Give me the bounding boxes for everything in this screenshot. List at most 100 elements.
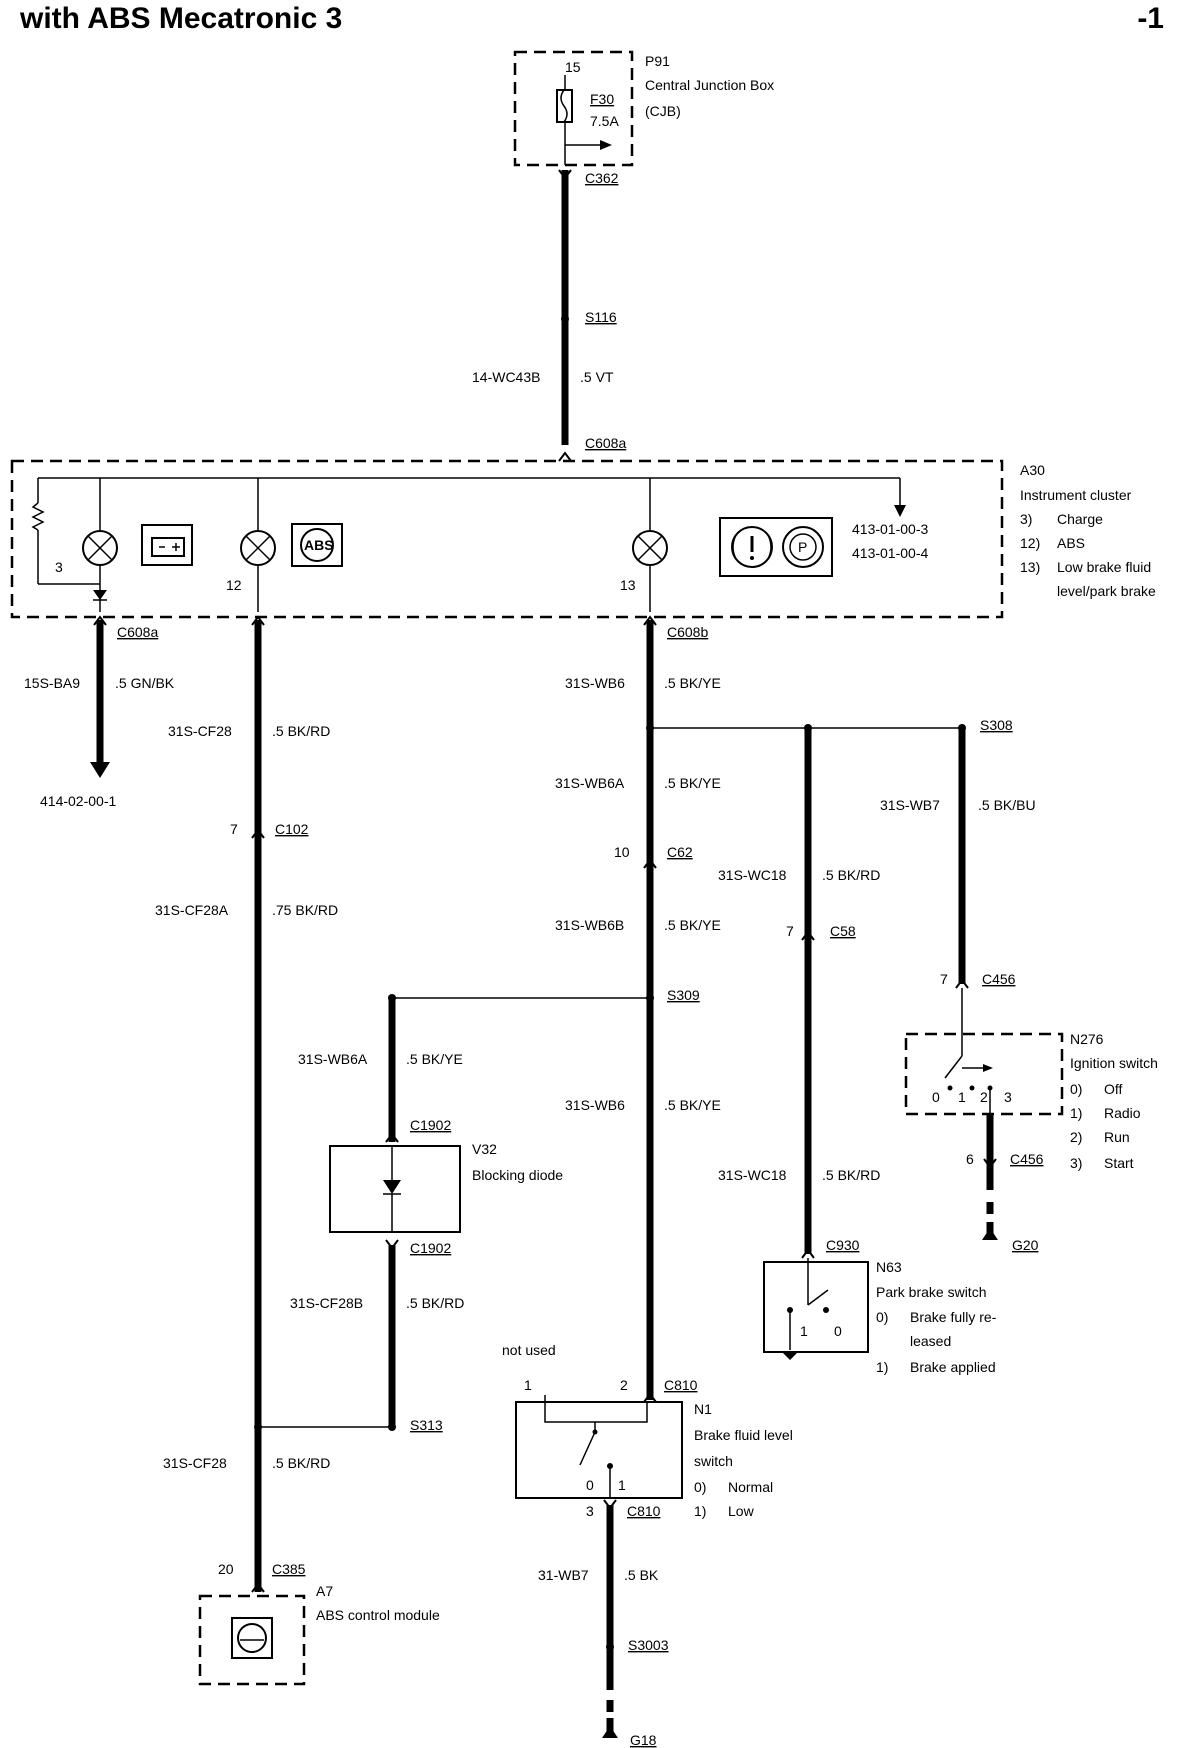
wire-31s-cf28: 31S-CF28 .5 BK/RD 7 C102 31S-CF28A .75 B…	[155, 615, 338, 1593]
w14-spec: .5 BK/RD	[272, 1455, 330, 1471]
cluster-legend-num-0: 3)	[1020, 511, 1032, 527]
c102-pin: 7	[230, 821, 238, 837]
w7-circuit: 31S-WC18	[718, 867, 787, 883]
ign-legend-text-1: Radio	[1104, 1105, 1141, 1121]
w8-circuit: 31S-CF28A	[155, 902, 229, 918]
fluid-legend-num-0: 0)	[694, 1479, 706, 1495]
page-number: -1	[1137, 2, 1164, 35]
park-symbol-text: P	[798, 539, 807, 555]
s116-label: S116	[585, 309, 617, 325]
w2-spec: .5 GN/BK	[115, 675, 175, 691]
cluster-legend-text-0: Charge	[1057, 511, 1103, 527]
page-title: with ABS Mecatronic 3	[20, 2, 343, 35]
g20-label: G20	[1012, 1237, 1039, 1253]
w1-circuit: 14-WC43B	[472, 369, 540, 385]
fluid-name-1: Brake fluid level	[694, 1427, 793, 1443]
park-legend-text-0: Brake fully re-	[910, 1309, 997, 1325]
w15-spec: .5 BK	[624, 1567, 659, 1583]
fluid-name-2: switch	[694, 1453, 733, 1469]
abs-symbol-text: ABS	[304, 537, 334, 553]
w4-circuit: 31S-WB6	[565, 675, 625, 691]
fluid-legend-text-0: Normal	[728, 1479, 773, 1495]
c1902b-label: C1902	[410, 1240, 451, 1256]
brake-warning-icon: P	[719, 517, 833, 577]
w5-spec: .5 BK/YE	[664, 775, 721, 791]
cluster-pin-13: 13	[620, 577, 636, 593]
blocking-diode: V32 Blocking diode	[329, 1141, 563, 1233]
c608a-label: C608a	[117, 624, 158, 640]
w3-circuit: 31S-CF28	[168, 723, 232, 739]
s313-label: S313	[410, 1417, 443, 1433]
battery-icon	[141, 524, 193, 566]
c608a-top-terminal	[558, 451, 572, 462]
fluid-pin-2: 2	[620, 1377, 628, 1393]
ign-pos-2: 2	[980, 1089, 988, 1105]
s308-label: S308	[980, 717, 1013, 733]
c456b-pin: 6	[966, 1151, 974, 1167]
ign-ref: N276	[1070, 1031, 1104, 1047]
w4-spec: .5 BK/YE	[664, 675, 721, 691]
c456b-label: C456	[1010, 1151, 1044, 1167]
ign-legend-num-3: 3)	[1070, 1155, 1082, 1171]
park-brake-switch: 1 0 N63 Park brake switch 0) Brake fully…	[763, 1258, 997, 1375]
diode-name: Blocking diode	[472, 1167, 563, 1183]
c62-pin: 10	[614, 844, 630, 860]
c385-pin: 20	[218, 1561, 234, 1577]
ign-legend-text-2: Run	[1104, 1129, 1130, 1145]
w12-spec: .5 BK/RD	[822, 1167, 880, 1183]
s3003-label: S3003	[628, 1637, 669, 1653]
s309-label: S309	[667, 987, 700, 1003]
brake-fluid-level-switch: 0 1 N1 Brake fluid level switch 0) Norma…	[515, 1395, 793, 1519]
fluid-pin-3: 3	[586, 1503, 594, 1519]
w14-circuit: 31S-CF28	[163, 1455, 227, 1471]
c810b-label: C810	[627, 1503, 661, 1519]
ref-414-label: 414-02-00-1	[40, 793, 116, 809]
w3-spec: .5 BK/RD	[272, 723, 330, 739]
cjb-name: Central Junction Box	[645, 77, 774, 93]
c362-terminal	[558, 169, 572, 180]
ignition-switch: 0 1 2 3 N276 Ignition switch 0) Off 1) R…	[904, 988, 1158, 1171]
c102-label: C102	[275, 821, 309, 837]
cjb-abbr: (CJB)	[645, 103, 681, 119]
w13-circuit: 31S-CF28B	[290, 1295, 363, 1311]
ign-pos-0: 0	[932, 1089, 940, 1105]
g18-label: G18	[630, 1732, 657, 1748]
w5-circuit: 31S-WB6A	[555, 775, 625, 791]
c608a-top-label: C608a	[585, 435, 626, 451]
fluid-pos-1: 1	[618, 1477, 626, 1493]
c62-label: C62	[667, 844, 693, 860]
fluid-legend-num-1: 1)	[694, 1503, 706, 1519]
c456a-pin: 7	[940, 971, 948, 987]
w11-spec: .5 BK/YE	[664, 1097, 721, 1113]
c58-pin: 7	[786, 923, 794, 939]
w8-spec: .75 BK/RD	[272, 902, 338, 918]
w12-circuit: 31S-WC18	[718, 1167, 787, 1183]
park-legend-text-1: leased	[910, 1333, 951, 1349]
cluster-legend-text-1: ABS	[1057, 535, 1085, 551]
cluster-legend-num-1: 12)	[1020, 535, 1040, 551]
cluster-pin-3: 3	[55, 559, 63, 575]
c810a-label: C810	[664, 1377, 698, 1393]
cjb-ref: P91	[645, 53, 670, 69]
w1-spec: .5 VT	[580, 369, 614, 385]
w9-spec: .5 BK/YE	[664, 917, 721, 933]
fluid-pin-1: 1	[524, 1377, 532, 1393]
w7-spec: .5 BK/RD	[822, 867, 880, 883]
wire-31s-wb6: C608b 31S-WB6 .5 BK/YE 31S-WB6A .5 BK/YE…	[555, 615, 721, 1403]
w11-circuit: 31S-WB6	[565, 1097, 625, 1113]
ign-legend-text-0: Off	[1104, 1081, 1123, 1097]
cluster-name: Instrument cluster	[1020, 487, 1132, 503]
park-legend-num-2: 1)	[876, 1359, 888, 1375]
cluster-legend-text-2: Low brake fluid	[1057, 559, 1151, 575]
w15-circuit: 31-WB7	[538, 1567, 589, 1583]
central-junction-box: 15 F30 7.5A P91 Central Junction Box (CJ…	[513, 50, 774, 167]
w9-circuit: 31S-WB6B	[555, 917, 624, 933]
park-legend-text-2: Brake applied	[910, 1359, 996, 1375]
abs-control-module: A7 ABS control module	[198, 1583, 440, 1686]
cluster-legend-text-3: level/park brake	[1057, 583, 1156, 599]
wire-31-wb7: 3 C810 31-WB7 .5 BK S3003 G18	[538, 1499, 669, 1748]
fluid-ref: N1	[694, 1401, 712, 1417]
wire-31s-cf28b: C1902 31S-CF28B .5 BK/RD	[290, 1239, 464, 1431]
abs-warning-icon: ABS	[291, 523, 343, 567]
